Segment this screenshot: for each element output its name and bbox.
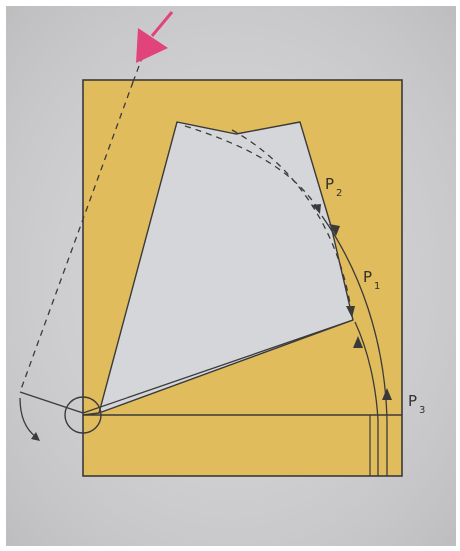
pink-arrow-icon [136, 11, 174, 63]
label-p3: P 3 [408, 392, 425, 416]
crease-line [82, 319, 354, 414]
panel-base-edge [82, 412, 100, 416]
solid-arc-outer [321, 215, 388, 476]
label-p2: P 2 [325, 175, 342, 199]
dashed-fold-line-top [132, 57, 143, 83]
outer-arc-arrowhead-low [382, 388, 392, 400]
svg-text:1: 1 [374, 281, 380, 292]
dashed-arc-p1 [231, 129, 353, 317]
rotated-edge-line [19, 391, 84, 414]
dashed-arc-p2 [184, 125, 321, 213]
solid-arc-inner [354, 321, 379, 476]
svg-text:P: P [363, 268, 372, 286]
svg-text:2: 2 [336, 188, 342, 199]
arc-p1-arrowhead [346, 306, 355, 318]
arc-p2-arrowhead [312, 204, 321, 214]
inner-arc-arrowhead [353, 336, 363, 348]
outer-arc-arrowhead [329, 224, 340, 236]
svg-text:P: P [408, 392, 417, 410]
pivot-circle-icon [64, 396, 102, 434]
label-p1: P 1 [363, 268, 380, 292]
svg-text:P: P [325, 175, 334, 193]
svg-text:3: 3 [419, 405, 425, 416]
curved-rotation-arrow-icon [19, 397, 40, 441]
